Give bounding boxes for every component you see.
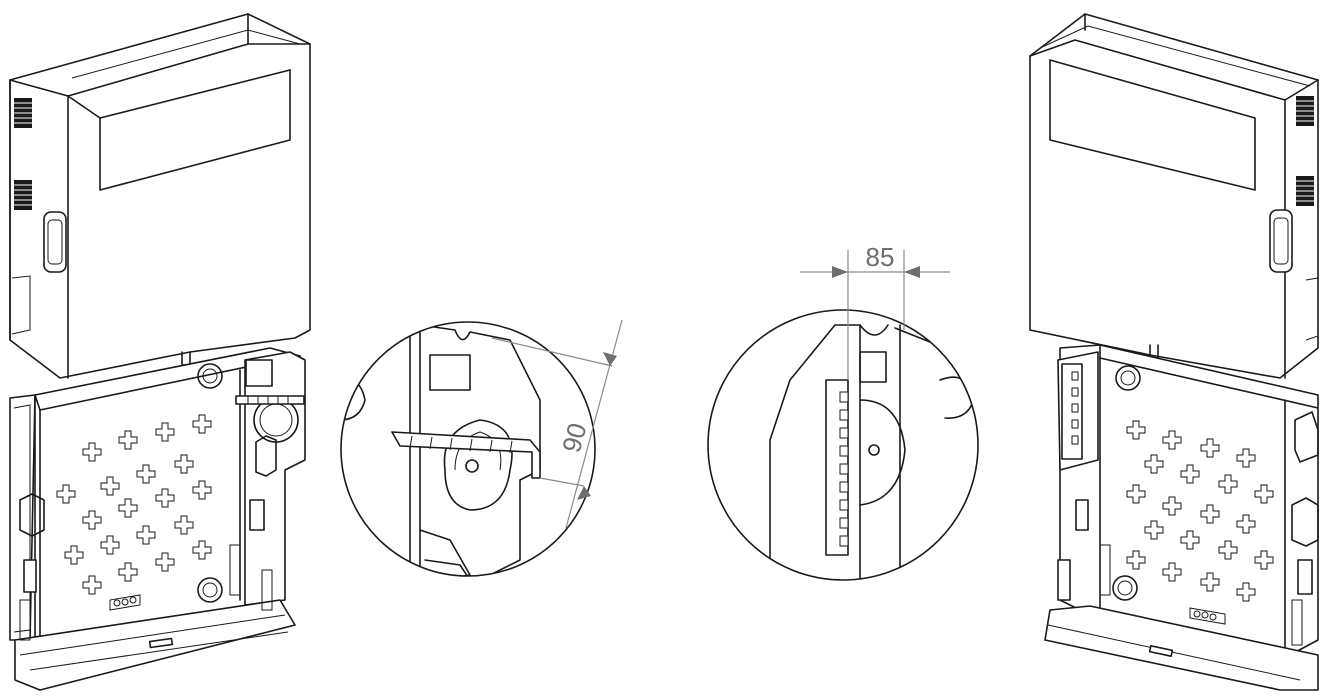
dimension-85-label: 85 bbox=[866, 242, 895, 272]
right-detail-circle: 85 bbox=[707, 242, 979, 581]
left-unit-backplate bbox=[9, 347, 306, 691]
left-unit-cover bbox=[9, 13, 311, 379]
right-unit-cover bbox=[1029, 13, 1319, 379]
right-unit-backplate bbox=[1044, 344, 1319, 691]
left-detail-circle: 90 bbox=[340, 319, 623, 577]
